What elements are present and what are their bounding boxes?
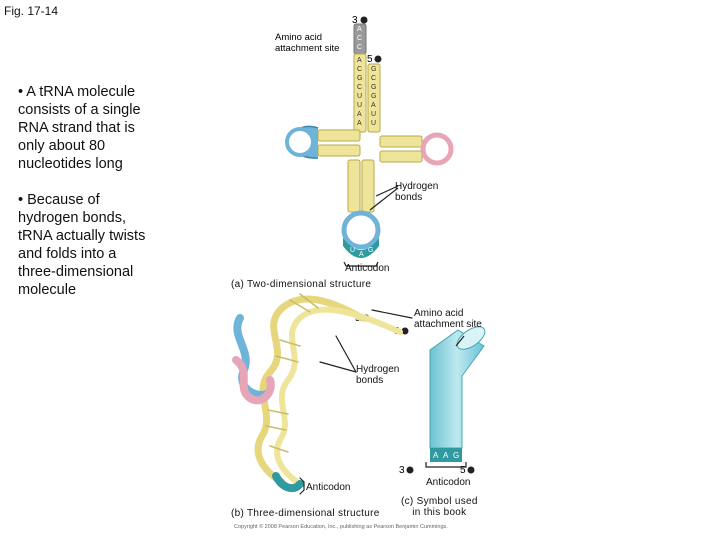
panel-b-rungs <box>265 293 319 453</box>
panel-a-stem-5prime-strand <box>367 63 381 133</box>
base-3-10: A <box>357 120 362 127</box>
panel-b-backbone-a <box>254 295 366 486</box>
panel-b-3d-ribbon: 5 3 <box>232 293 413 495</box>
panel-c-anticodon-bracket <box>425 462 467 468</box>
ac-base-1: A <box>359 251 364 258</box>
base-3-5: G <box>357 75 362 82</box>
base-3-1: C <box>357 35 362 42</box>
base-5-4: A <box>371 102 376 109</box>
panel-a-d-stem-bottom <box>317 144 361 157</box>
panel-c-anticodon-block <box>430 448 462 462</box>
base-3-6: C <box>357 84 362 91</box>
panel-b-hbond-pointer-1 <box>335 335 357 373</box>
panel-a-5prime-label: 5 <box>367 54 373 65</box>
rung-2 <box>299 293 319 309</box>
rung-7 <box>269 445 289 453</box>
panel-a-caption: (a) Two-dimensional structure <box>231 279 372 290</box>
panel-b-amino-acid-site-label: Amino acid attachment site <box>414 308 482 330</box>
rung-3 <box>279 339 301 347</box>
base-3-7: U <box>357 93 362 100</box>
rung-4 <box>275 355 299 363</box>
panel-a-cloverleaf: 3 5 Amino acid attachment site A C C A C… <box>275 15 454 267</box>
panel-a-d-loop-ring <box>285 127 315 157</box>
ac-base-0: U <box>350 247 355 254</box>
panel-b-backbone-b <box>274 306 403 487</box>
panel-a-t-stem-bottom <box>379 150 423 163</box>
base-5-0: G <box>371 66 376 73</box>
c-base-2: G <box>453 451 459 460</box>
panel-a-3prime-dot <box>360 16 368 24</box>
panel-b-hbond-pointer-2 <box>319 361 357 373</box>
panel-c-3prime-dot <box>406 466 414 474</box>
base-3-0: A <box>357 26 362 33</box>
panel-b-3prime-dot <box>401 327 409 335</box>
base-3-8: U <box>357 102 362 109</box>
panel-b-anticodon-region <box>272 472 304 493</box>
base-3-4: C <box>357 66 362 73</box>
panel-a-hbond-pointer-1 <box>375 185 399 197</box>
base-5-2: G <box>371 84 376 91</box>
base-3-3: A <box>357 57 362 64</box>
base-3-9: A <box>357 111 362 118</box>
panel-a-anticodon-loop <box>341 210 381 250</box>
panel-a-ac-stem-right <box>361 159 375 213</box>
panel-c-anticodon-bases: A A G <box>433 451 459 460</box>
copyright-notice: Copyright © 2008 Pearson Education, Inc.… <box>234 524 448 530</box>
panel-c-amino-site-pointer <box>455 335 465 347</box>
panel-a-t-stem-top <box>379 135 423 148</box>
panel-a-anticodon-band <box>343 238 379 258</box>
panel-a-amino-acid-site-line-2: attachment site <box>275 43 339 54</box>
panel-b-caption: (b) Three-dimensional structure <box>231 508 380 519</box>
base-5-5: U <box>371 111 376 118</box>
bullet-hydrogen-bonds: • Because of hydrogen bonds, tRNA actual… <box>18 192 146 298</box>
bullet-trna-length: • A tRNA molecule consists of a single R… <box>18 84 141 172</box>
panel-a-t-loop-ring <box>420 132 454 166</box>
panel-a-anticodon-bracket <box>343 261 379 267</box>
panel-c-5prime-dot <box>467 466 475 474</box>
rung-5 <box>267 409 289 415</box>
c-base-0: A <box>433 451 439 460</box>
panel-b-amino-site-pointer <box>371 309 413 319</box>
panel-a-anticodon-label: Anticodon <box>345 263 390 274</box>
panel-c-cylinder-body <box>429 329 485 449</box>
rung-1 <box>289 299 311 313</box>
panel-c-5prime-label: 5 <box>460 465 466 476</box>
panel-a-ac-stem-left <box>347 159 361 213</box>
panel-c-anticodon-label: Anticodon <box>426 477 471 488</box>
panel-c-3prime-label: 3 <box>399 465 405 476</box>
base-5-3: G <box>371 93 376 100</box>
panel-a-5prime-dot <box>374 55 382 63</box>
base-5-6: U <box>371 120 376 127</box>
panel-c-caption: (c) Symbol used in this book <box>401 496 478 518</box>
panel-c-cylinder-top <box>456 326 486 350</box>
panel-a-amino-acid-site-line-1: Amino acid <box>275 32 322 43</box>
c-base-1: A <box>443 451 449 460</box>
panel-a-hbond-pointer-2 <box>369 187 399 211</box>
panel-b-anticodon-bracket <box>299 477 305 495</box>
panel-c-symbol: A A G 3 5 <box>399 326 486 476</box>
panel-a-amino-acid-site-label: Amino acid attachment site <box>275 32 339 54</box>
panel-b-hydrogen-bonds-label: Hydrogen bonds <box>356 364 400 386</box>
panel-a-acceptor-bases: A C C A C G C U U A A G C G G A U U <box>357 26 376 127</box>
panel-a-d-stem-top <box>317 129 361 142</box>
base-3-2: C <box>357 44 362 51</box>
figure-label: Fig. 17-14 <box>4 4 59 18</box>
panel-b-anticodon-label: Anticodon <box>306 482 351 493</box>
panel-a-hydrogen-bonds-label: Hydrogen bonds <box>395 181 439 203</box>
panel-b-t-region <box>232 356 275 405</box>
ac-base-2: G <box>368 247 373 254</box>
base-5-1: C <box>371 75 376 82</box>
panel-a-3prime-label: 3 <box>352 15 358 26</box>
rung-6 <box>265 425 287 431</box>
panel-a-anticodon-bases: U A G <box>350 247 373 258</box>
